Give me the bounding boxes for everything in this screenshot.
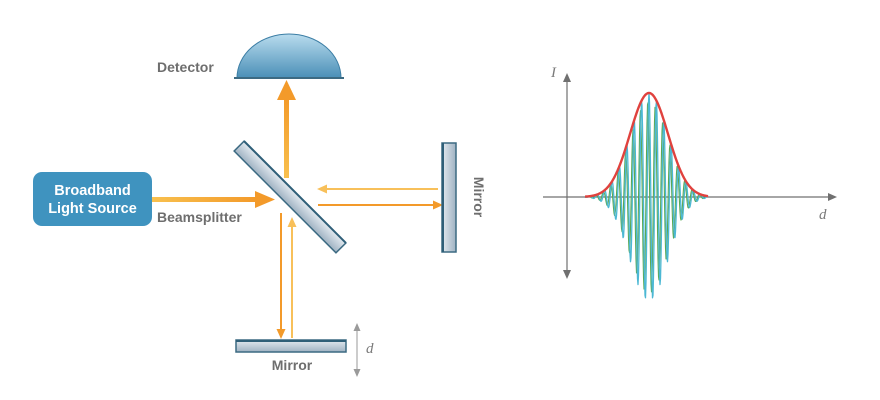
beamsplitter-label: Beamsplitter (157, 209, 242, 225)
fixed-mirror (441, 142, 457, 253)
fixed-mirror-label: Mirror (471, 177, 487, 218)
moving-mirror-label: Mirror (272, 357, 313, 373)
detector-label: Detector (157, 59, 214, 75)
y-axis-label: I (550, 65, 557, 81)
y-axis-arrow-down (563, 270, 571, 279)
x-axis-arrow (828, 193, 837, 201)
output-beam (277, 80, 296, 178)
input-beam (152, 191, 275, 208)
interferogram-chart: I d (543, 65, 837, 299)
displacement-indicator (353, 323, 361, 377)
beamsplitter (233, 140, 347, 254)
light-source-label-line2: Light Source (48, 201, 137, 217)
moving-mirror (235, 339, 347, 353)
y-axis-arrow-up (563, 73, 571, 82)
envelope-trace (584, 91, 709, 198)
light-source-label-line1: Broadband (54, 183, 131, 199)
interferogram-secondary-trace (584, 102, 709, 293)
x-axis-label: d (819, 207, 827, 223)
moving-mirror-beams (276, 213, 297, 339)
interferogram-trace (584, 92, 709, 299)
light-source: Broadband Light Source (33, 172, 152, 226)
displacement-label: d (366, 341, 374, 357)
fixed-mirror-beams (317, 184, 443, 210)
detector (234, 33, 344, 79)
